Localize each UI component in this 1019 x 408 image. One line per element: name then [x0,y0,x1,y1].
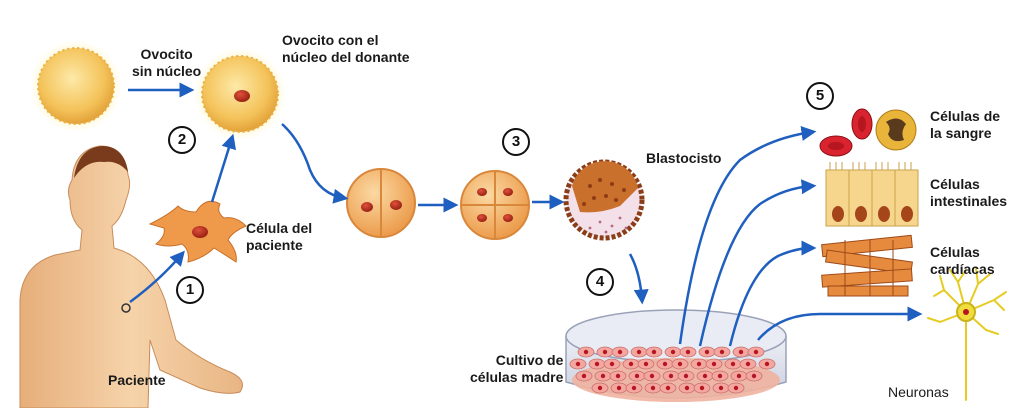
stem-cell-nucleus [616,385,622,391]
stem-cell-nucleus [717,373,723,379]
arrow-patient-to-cell [129,250,185,304]
stem-cell-nucleus [649,373,655,379]
label-cardiac-cells: Células cardíacas [930,244,995,277]
oocyte-with-donor-nucleus [194,48,286,140]
two-cell-embryo [346,168,416,238]
stem-cell-nucleus [665,385,671,391]
stem-cell-nucleus [711,361,717,367]
stem-cell-nucleus [702,373,708,379]
stem-cells [569,346,776,394]
process-arrows [128,82,923,347]
cardiac-cells-illustration [821,234,913,297]
patient-figure [19,145,243,408]
stem-cell-nucleus [730,361,736,367]
stem-cell-nucleus [745,361,751,367]
label-oocyte-no-nucleus: Ovocito sin núcleo [132,46,202,79]
label-oocyte-donor-nucleus: Ovocito con el núcleo del donante [282,32,410,65]
arrow-oocyte-to-2cell [281,123,349,204]
step-3-marker: 3 [502,128,530,156]
stem-cell-nucleus [602,349,608,355]
stem-cell-nucleus [668,373,674,379]
label-patient-cell: Célula del paciente [246,220,313,253]
stem-cell-nucleus [736,373,742,379]
stem-cell-nucleus [597,385,603,391]
stem-cell-nucleus [634,373,640,379]
label-blood-cells: Células de la sangre [930,108,1001,141]
stem-cell-nucleus [617,349,623,355]
arrow-blastocyst-to-dish [628,253,649,305]
stem-cell-nucleus [685,349,691,355]
stem-cell-nucleus [575,361,581,367]
stem-cell-nucleus [751,373,757,379]
patient-cell [148,200,247,263]
label-blastocyst: Blastocisto [646,150,722,166]
step-4-marker: 4 [586,268,614,296]
stem-cell-nucleus [704,349,710,355]
blastocyst [563,159,645,241]
stem-cell-nucleus [677,361,683,367]
step-5-marker: 5 [806,82,834,110]
stem-cell-nucleus [628,361,634,367]
sample-site-marker [121,303,131,313]
stem-cell-nucleus [733,385,739,391]
step-2-marker: 2 [168,126,196,154]
stem-cell-nucleus [753,349,759,355]
intestinal-cells-illustration [825,162,919,227]
stem-cell-nucleus [670,349,676,355]
stem-cell-nucleus [718,385,724,391]
arrow-dish-to-intestinal [698,179,817,347]
stem-cell-nucleus [684,385,690,391]
stem-cell-nucleus [581,373,587,379]
stem-cell-nucleus [583,349,589,355]
stem-cell-nucleus [609,361,615,367]
stem-cell-nucleus [650,385,656,391]
label-stem-cell-culture: Cultivo de células madre [470,352,564,385]
stem-cell-nucleus [696,361,702,367]
label-patient: Paciente [108,372,166,388]
stem-cell-nucleus [600,373,606,379]
stem-cell-nucleus [738,349,744,355]
stem-cell-nucleus [764,361,770,367]
arrow-dish-to-cardiac [728,240,817,347]
label-neurons: Neuronas [888,384,949,400]
four-cell-embryo [460,170,530,240]
arrow-cell-to-oocyte [210,133,237,203]
stem-cell-nucleus [636,349,642,355]
stem-cell-nucleus [719,349,725,355]
stem-cell-nucleus [615,373,621,379]
stem-cell-nucleus [643,361,649,367]
neuron-illustration [927,267,1007,401]
stem-cell-nucleus [662,361,668,367]
stem-cell-nucleus [631,385,637,391]
arrow-dish-to-blood [678,126,817,345]
stem-cell-nucleus [651,349,657,355]
stem-cell-dish [565,309,787,402]
blood-cells-illustration [819,108,917,157]
label-intestinal-cells: Células intestinales [930,176,1008,209]
stem-cell-nucleus [594,361,600,367]
step-1-marker: 1 [176,276,204,304]
stem-cell-nucleus [699,385,705,391]
stem-cell-nucleus [683,373,689,379]
oocyte-without-nucleus [30,40,122,132]
arrow-dish-to-neurons [757,306,923,341]
